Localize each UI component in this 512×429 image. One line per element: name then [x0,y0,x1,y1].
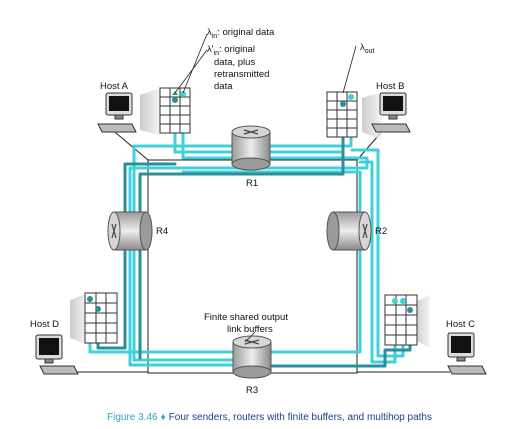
buffers-label-line1: Finite shared output [204,312,288,323]
router-r3-label: R3 [246,385,258,396]
buffer-host-c [384,294,418,346]
host-b-label: Host B [376,81,405,92]
buffer-host-a [159,87,191,134]
host-b-computer-icon [371,92,411,133]
lambda-in-prime-line4: data [214,81,233,92]
router-r2 [326,211,372,251]
router-r3 [232,335,272,379]
buffer-host-d [84,292,118,344]
caption-bullet: ♦ [161,412,166,423]
buffers-label-line2: link buffers [227,324,273,335]
buffer-host-b [326,91,358,138]
host-c-computer-icon [447,332,487,375]
host-a-label: Host A [100,81,129,92]
router-r1 [231,125,271,171]
router-r4 [107,211,153,251]
flow-a-around [128,91,369,367]
annotation-leaders [174,33,357,343]
figure-number: Figure 3.46 [107,412,158,423]
lambda-in-prime-line3: retransmitted [214,69,269,80]
lambda-in-prime-label: λ'in: original [207,44,255,57]
host-c-label: Host C [446,319,475,330]
router-r2-label: R2 [375,226,387,237]
router-r1-label: R1 [246,178,258,189]
lambda-in-prime-line2: data, plus [214,57,255,68]
lambda-out-label: λout [360,42,375,55]
host-d-computer-icon [35,334,79,375]
caption-text: Four senders, routers with finite buffer… [169,412,432,423]
host-d-label: Host D [30,319,59,330]
router-r4-label: R4 [156,226,168,237]
figure-caption: Figure 3.46♦Four senders, routers with f… [107,412,432,423]
host-a-computer-icon [97,92,137,133]
lambda-in-label: λin: original data [207,27,275,40]
